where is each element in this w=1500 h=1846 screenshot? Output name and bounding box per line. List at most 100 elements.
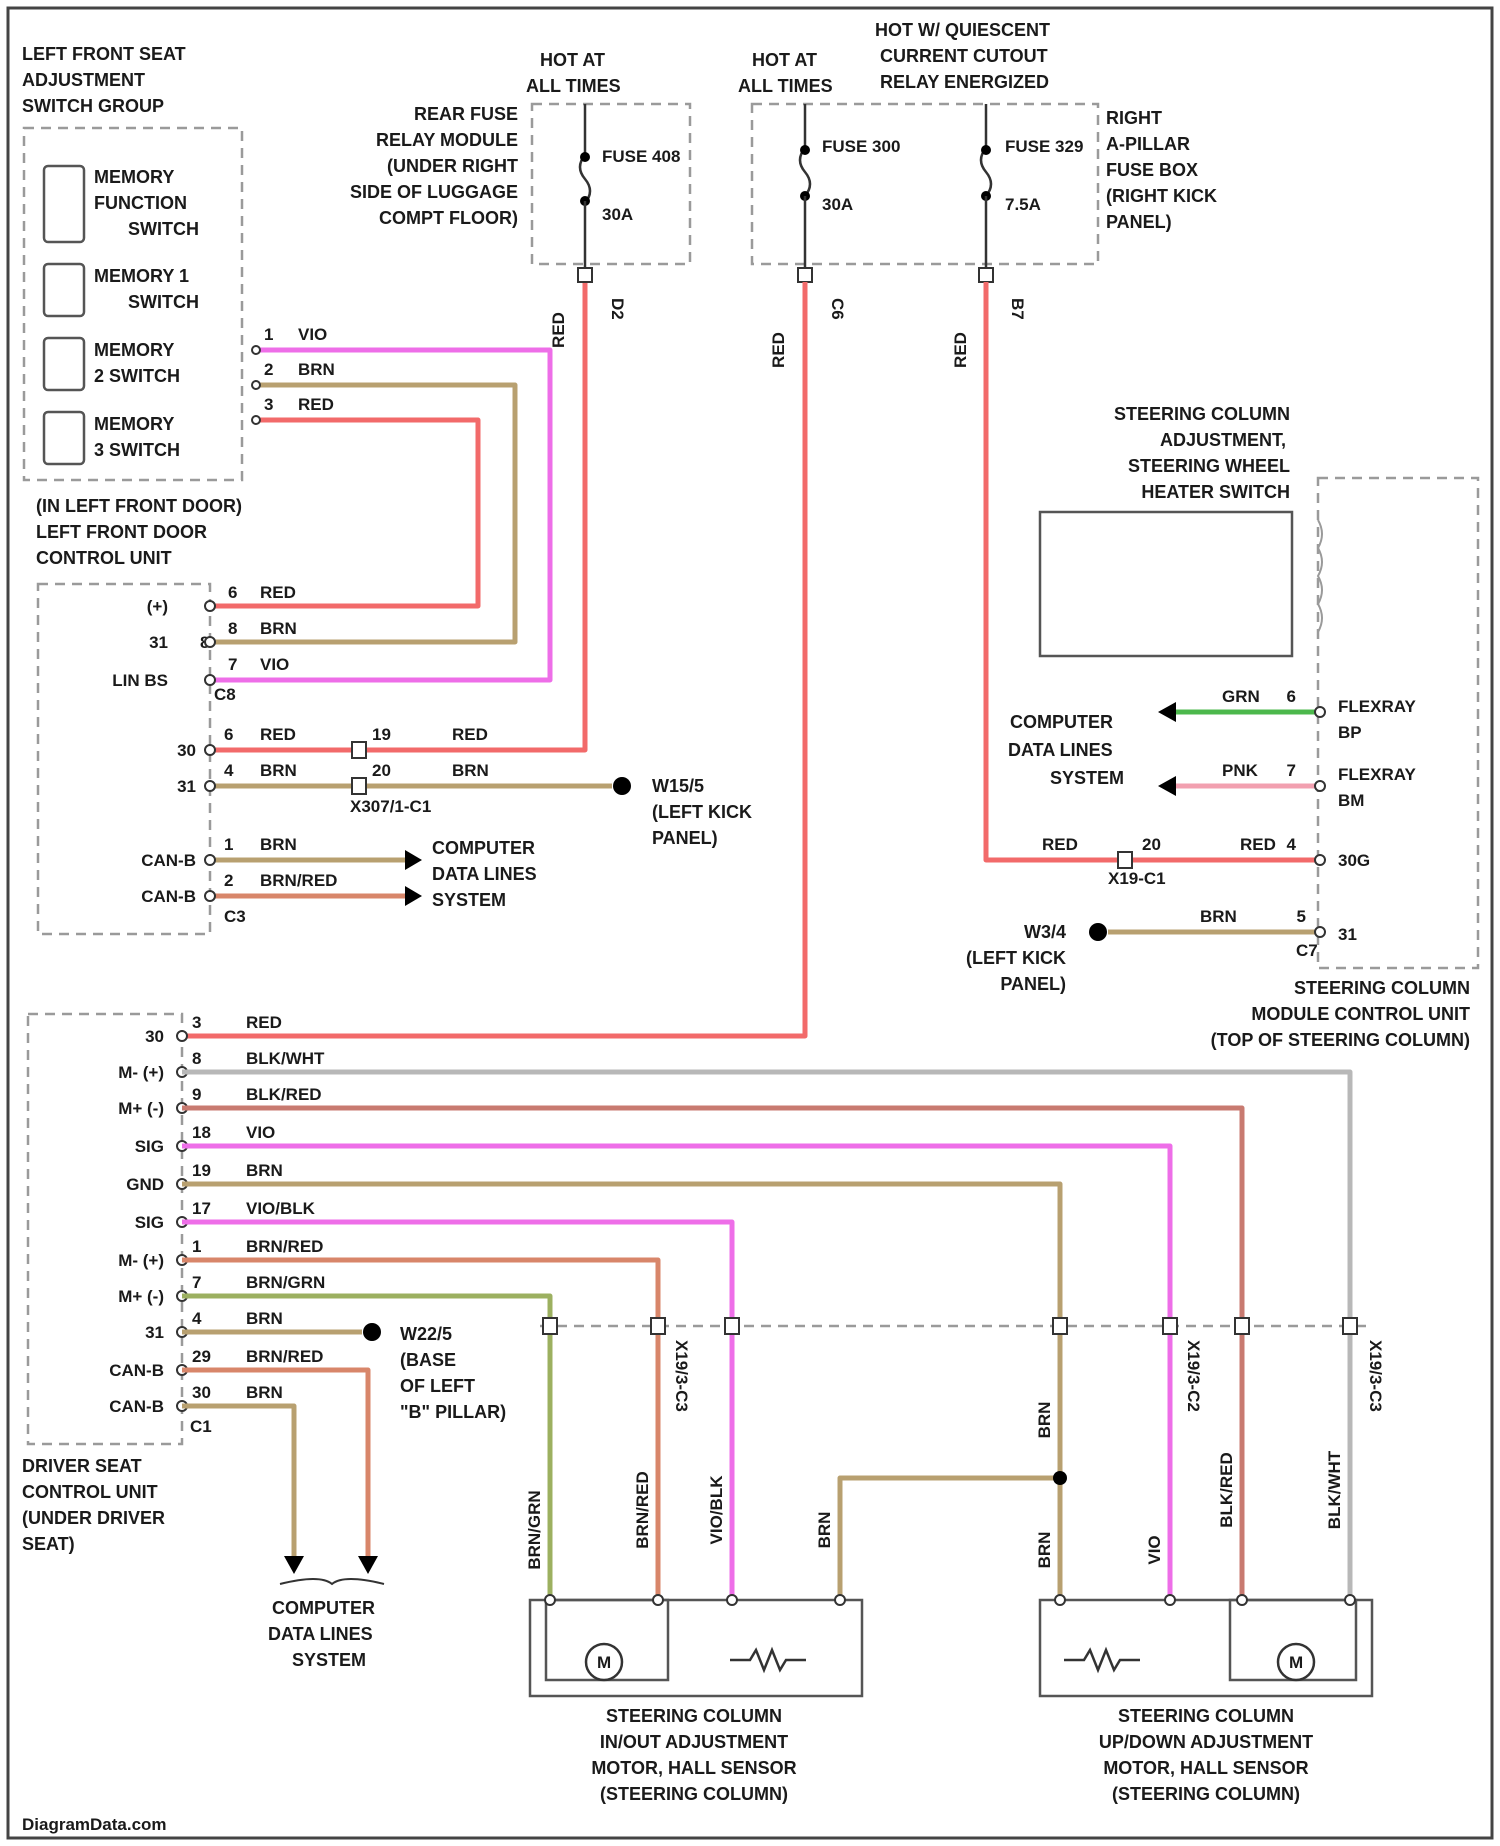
wire-red-fuse329-sc: [986, 282, 1320, 860]
switch-wire-3-color: RED: [298, 395, 334, 414]
door-pin-color-2: BRN: [260, 619, 297, 638]
door-power-label-1: 30: [177, 741, 196, 760]
w22-5-label-1: W22/5: [400, 1324, 452, 1344]
seat-pin-label: CAN-B: [109, 1361, 164, 1380]
sc-pin-color2-3: RED: [1042, 835, 1078, 854]
fuse-329-terminal: [979, 268, 993, 282]
inline-pin-c: [725, 1318, 739, 1334]
rear-fuse-label-2: RELAY MODULE: [376, 130, 518, 150]
seat-pin: [177, 1031, 187, 1041]
connector-x19-pin-20: [1118, 852, 1132, 868]
seat-pin-wire-color: BRN/RED: [246, 1347, 323, 1366]
cdl3-label-2: DATA LINES: [268, 1624, 373, 1644]
seat-unit-label-1: DRIVER SEAT: [22, 1456, 142, 1476]
fuse-408-node-top: [580, 152, 590, 162]
rear-fuse-label-4: SIDE OF LUGGAGE: [350, 182, 518, 202]
switch-wire-1-pin: 1: [264, 325, 273, 344]
door-can-color-1: BRN: [260, 835, 297, 854]
fuse-box-label-5: PANEL): [1106, 212, 1172, 232]
fuse-box-label-1: RIGHT: [1106, 108, 1162, 128]
motor-wire-9: BLK/WHT: [1325, 1450, 1344, 1529]
ground-w15-5-label-3: PANEL): [652, 828, 718, 848]
seat-switch-group: LEFT FRONT SEAT ADJUSTMENT SWITCH GROUP …: [22, 44, 242, 480]
cdl2-label-2: DATA LINES: [1008, 740, 1113, 760]
door-power-color-2: BRN: [260, 761, 297, 780]
door-power-pin-1: 6: [224, 725, 233, 744]
sc-module-label-1: STEERING COLUMN: [1294, 978, 1470, 998]
motor-updown-label-2: UP/DOWN ADJUSTMENT: [1099, 1732, 1313, 1752]
sc-module-label-2: MODULE CONTROL UNIT: [1251, 1004, 1470, 1024]
motor-wire-2: BRN/RED: [633, 1471, 652, 1548]
arrow-right-icon: [405, 850, 422, 870]
rear-fuse-label-3: (UNDER RIGHT: [387, 156, 518, 176]
sc-module-label-3: (TOP OF STEERING COLUMN): [1211, 1030, 1470, 1050]
sc-pin-label-3: 30G: [1338, 851, 1370, 870]
fuse-408-terminal: [578, 268, 592, 282]
motor-wire-4: BRN: [815, 1512, 834, 1549]
sc-pin-6: [1315, 707, 1325, 717]
door-can-pin-1: 1: [224, 835, 233, 854]
sc-switch-label-1: STEERING COLUMN: [1114, 404, 1290, 424]
arrow-right-icon: [405, 886, 422, 906]
w22-5-label-4: "B" PILLAR): [400, 1402, 506, 1422]
inline-pin-d: [1053, 1318, 1067, 1334]
fuse-300-label: FUSE 300: [822, 137, 900, 156]
seat-unit-label-3: (UNDER DRIVER: [22, 1508, 165, 1528]
switch-wire-3-pin: 3: [264, 395, 273, 414]
seat-pin-label: GND: [126, 1175, 164, 1194]
door-unit-label-3: CONTROL UNIT: [36, 548, 172, 568]
fuse-box-label-2: A-PILLAR: [1106, 134, 1190, 154]
connector-x19-3-a: X19/3-C3: [672, 1340, 691, 1412]
seat-connector-c1: C1: [190, 1417, 212, 1436]
sc-pin-7: [1315, 781, 1325, 791]
memory-function-label-2: FUNCTION: [94, 193, 187, 213]
cdl1-label-1: COMPUTER: [432, 838, 535, 858]
arrow-down-icon: [358, 1556, 378, 1574]
motor-updown-pin-2: [1165, 1595, 1175, 1605]
door-unit-label-1: (IN LEFT FRONT DOOR): [36, 496, 242, 516]
fuse-329-label: FUSE 329: [1005, 137, 1083, 156]
fuse-box-label-4: (RIGHT KICK: [1106, 186, 1217, 206]
wire-blkwht-seat: [182, 1072, 1350, 1600]
door-power-pin-30: [205, 745, 215, 755]
motor-updown-pin-1: [1055, 1595, 1065, 1605]
fuse-329-wire-color: RED: [951, 332, 970, 368]
ground-w15-5-label-2: (LEFT KICK: [652, 802, 752, 822]
seat-pin-wire-color: BRN: [246, 1161, 283, 1180]
memory-function-switch-icon: [44, 166, 84, 242]
rear-fuse-label-1: REAR FUSE: [414, 104, 518, 124]
sc-pin-label-4: 31: [1338, 925, 1357, 944]
seat-pin-label: 31: [145, 1323, 164, 1342]
door-pin-7: [205, 675, 215, 685]
cdl2-label-3: SYSTEM: [1050, 768, 1124, 788]
connector-c6: C6: [828, 298, 847, 320]
switch-pin-2: [252, 381, 260, 389]
door-power-color-1: RED: [260, 725, 296, 744]
arrow-left-icon: [1158, 776, 1176, 796]
seat-unit-label-2: CONTROL UNIT: [22, 1482, 158, 1502]
seat-pin-wire-color: BLK/RED: [246, 1085, 322, 1104]
fuse-329-node-top: [981, 145, 991, 155]
rear-fuse-box-outline: [532, 104, 690, 264]
motor-inout-box: [530, 1600, 862, 1696]
switch-pin-3: [252, 416, 260, 424]
seat-pin-number: 3: [192, 1013, 201, 1032]
door-pin-label-2: 31: [149, 633, 168, 652]
fuse-408-icon: [580, 155, 590, 203]
footer-watermark: DiagramData.com: [22, 1815, 167, 1834]
door-power-label-2: 31: [177, 777, 196, 796]
seat-pin-number: 8: [192, 1049, 201, 1068]
seat-switch-group-label-3: SWITCH GROUP: [22, 96, 164, 116]
motor-updown-label-3: MOTOR, HALL SENSOR: [1103, 1758, 1308, 1778]
connector-x19-3-c: X19/3-C3: [1366, 1340, 1385, 1412]
door-pin-6: [205, 601, 215, 611]
cdl1-label-3: SYSTEM: [432, 890, 506, 910]
seat-unit-label-4: SEAT): [22, 1534, 75, 1554]
motor-m-glyph: M: [597, 1653, 611, 1672]
connector-b7: B7: [1008, 298, 1027, 320]
fuse-408-amp: 30A: [602, 205, 633, 224]
motor-updown-label-1: STEERING COLUMN: [1118, 1706, 1294, 1726]
seat-pin-label: CAN-B: [109, 1397, 164, 1416]
w22-5-label-2: (BASE: [400, 1350, 456, 1370]
sc-pin-label2-2: BM: [1338, 791, 1364, 810]
